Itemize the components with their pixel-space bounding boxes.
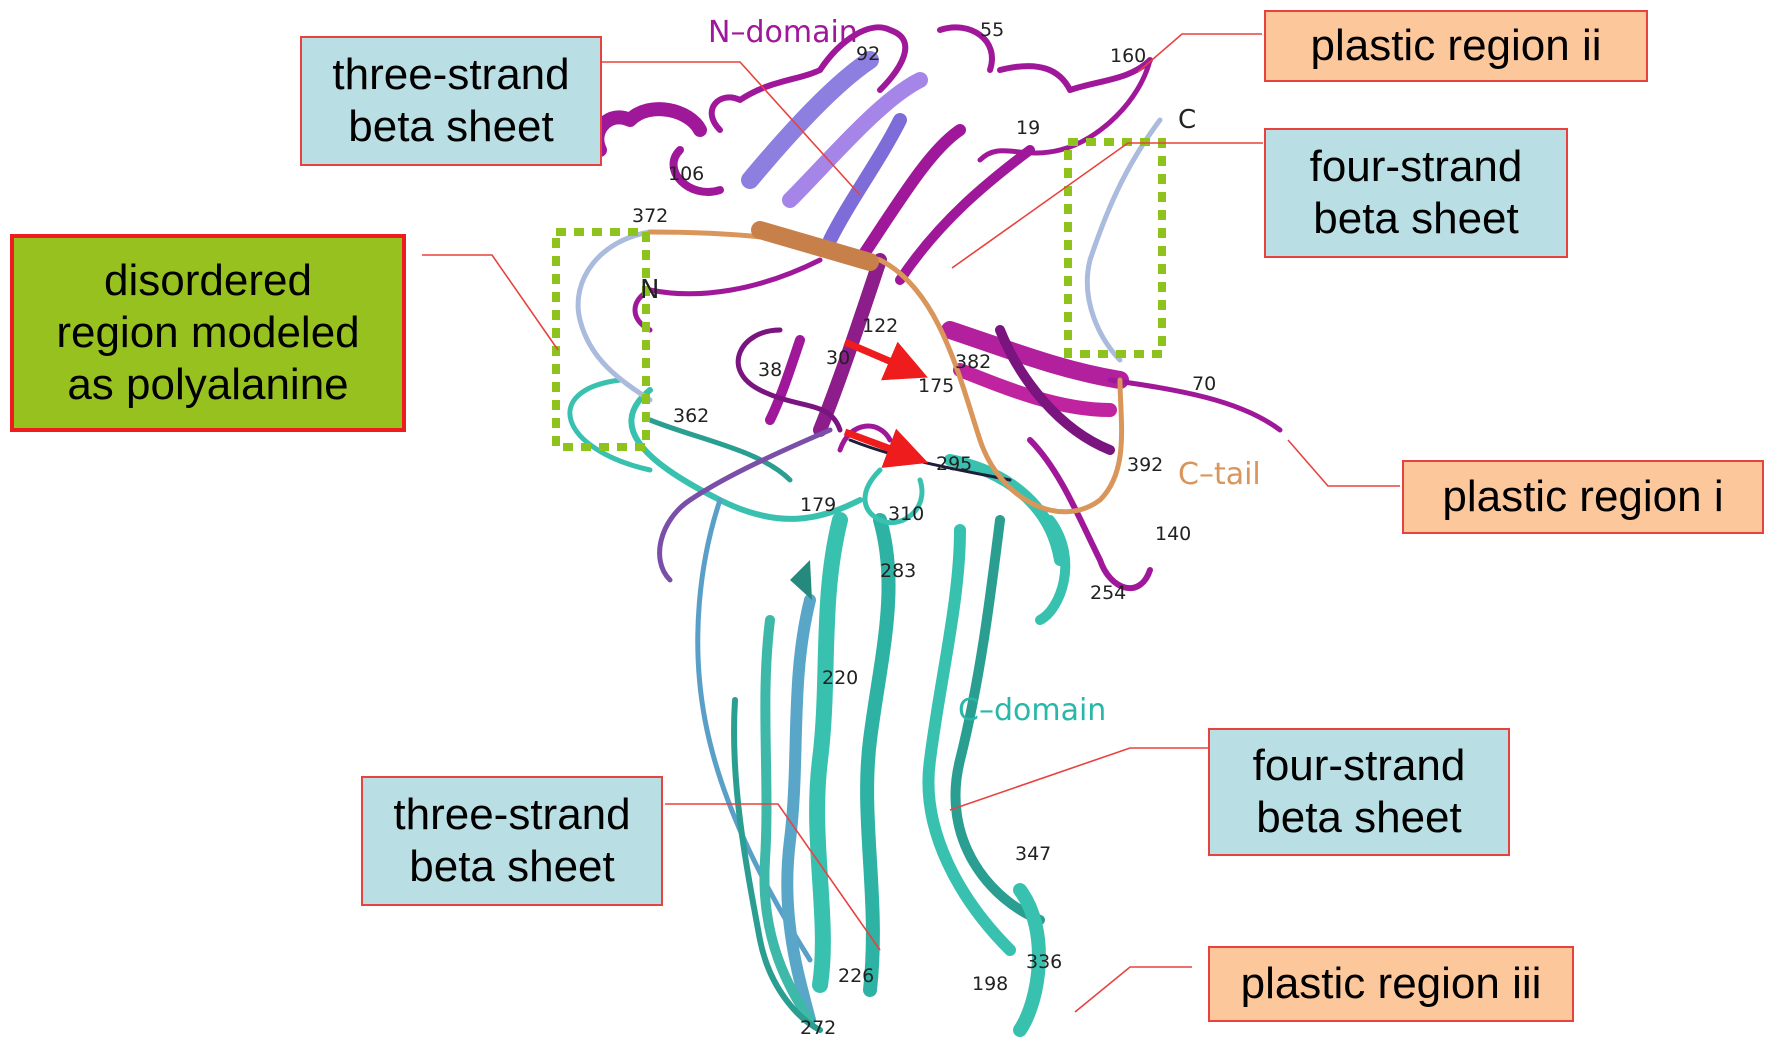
residue-label: 70 — [1192, 373, 1216, 395]
callout-plastic-region-ii: plastic region ii — [1264, 10, 1648, 82]
residue-label: 220 — [822, 667, 858, 689]
callout-four-strand-bottom: four-strand beta sheet — [1208, 728, 1510, 856]
callout-four-strand-top: four-strand beta sheet — [1264, 128, 1568, 258]
n-domain-label: N–domain — [708, 15, 858, 50]
residue-label: 140 — [1155, 523, 1191, 545]
residue-label: 175 — [918, 375, 954, 397]
residue-label: 382 — [955, 351, 991, 373]
callout-text: four-strand — [1310, 141, 1523, 193]
callout-text: three-strand — [332, 49, 569, 101]
residue-label: 283 — [880, 560, 916, 582]
callout-text: plastic region iii — [1241, 958, 1542, 1010]
residue-label: 38 — [758, 359, 782, 381]
c-terminus-label: C — [1178, 105, 1196, 135]
residue-label: 122 — [862, 315, 898, 337]
callout-text: as polyalanine — [67, 359, 348, 411]
red-arrow-upper — [845, 342, 915, 372]
callout-text: plastic region i — [1442, 471, 1723, 523]
residue-label: 92 — [856, 43, 880, 65]
residue-label: 310 — [888, 503, 924, 525]
residue-label: 30 — [826, 347, 850, 369]
callout-text: three-strand — [393, 789, 630, 841]
residue-label: 392 — [1127, 454, 1163, 476]
red-arrow-lower — [845, 432, 915, 458]
c-domain-label: C–domain — [958, 693, 1106, 728]
residue-label: 198 — [972, 973, 1008, 995]
callout-text: beta sheet — [348, 101, 554, 153]
residue-label: 160 — [1110, 45, 1146, 67]
n-terminus-label: N — [640, 275, 659, 305]
residue-label: 19 — [1016, 117, 1040, 139]
callout-plastic-region-i: plastic region i — [1402, 460, 1764, 534]
callout-text: four-strand — [1253, 740, 1466, 792]
callout-text: beta sheet — [1256, 792, 1462, 844]
callout-text: disordered — [104, 255, 312, 307]
residue-label: 226 — [838, 965, 874, 987]
callout-three-strand-bottom: three-strand beta sheet — [361, 776, 663, 906]
callout-text: beta sheet — [1313, 193, 1519, 245]
residue-label: 254 — [1090, 582, 1126, 604]
callout-text: beta sheet — [409, 841, 615, 893]
residue-label: 372 — [632, 205, 668, 227]
dotted-box-right — [1068, 142, 1162, 354]
residue-label: 106 — [668, 163, 704, 185]
residue-label: 336 — [1026, 951, 1062, 973]
residue-label: 347 — [1015, 843, 1051, 865]
callout-disordered-region: disordered region modeled as polyalanine — [10, 234, 406, 432]
callout-three-strand-top: three-strand beta sheet — [300, 36, 602, 166]
callout-text: region modeled — [56, 307, 359, 359]
c-tail-label: C–tail — [1178, 457, 1261, 492]
residue-label: 362 — [673, 405, 709, 427]
residue-label: 179 — [800, 494, 836, 516]
residue-label: 55 — [980, 19, 1004, 41]
callout-plastic-region-iii: plastic region iii — [1208, 946, 1574, 1022]
residue-label: 295 — [936, 453, 972, 475]
callout-text: plastic region ii — [1310, 20, 1601, 72]
residue-label: 272 — [800, 1017, 836, 1039]
